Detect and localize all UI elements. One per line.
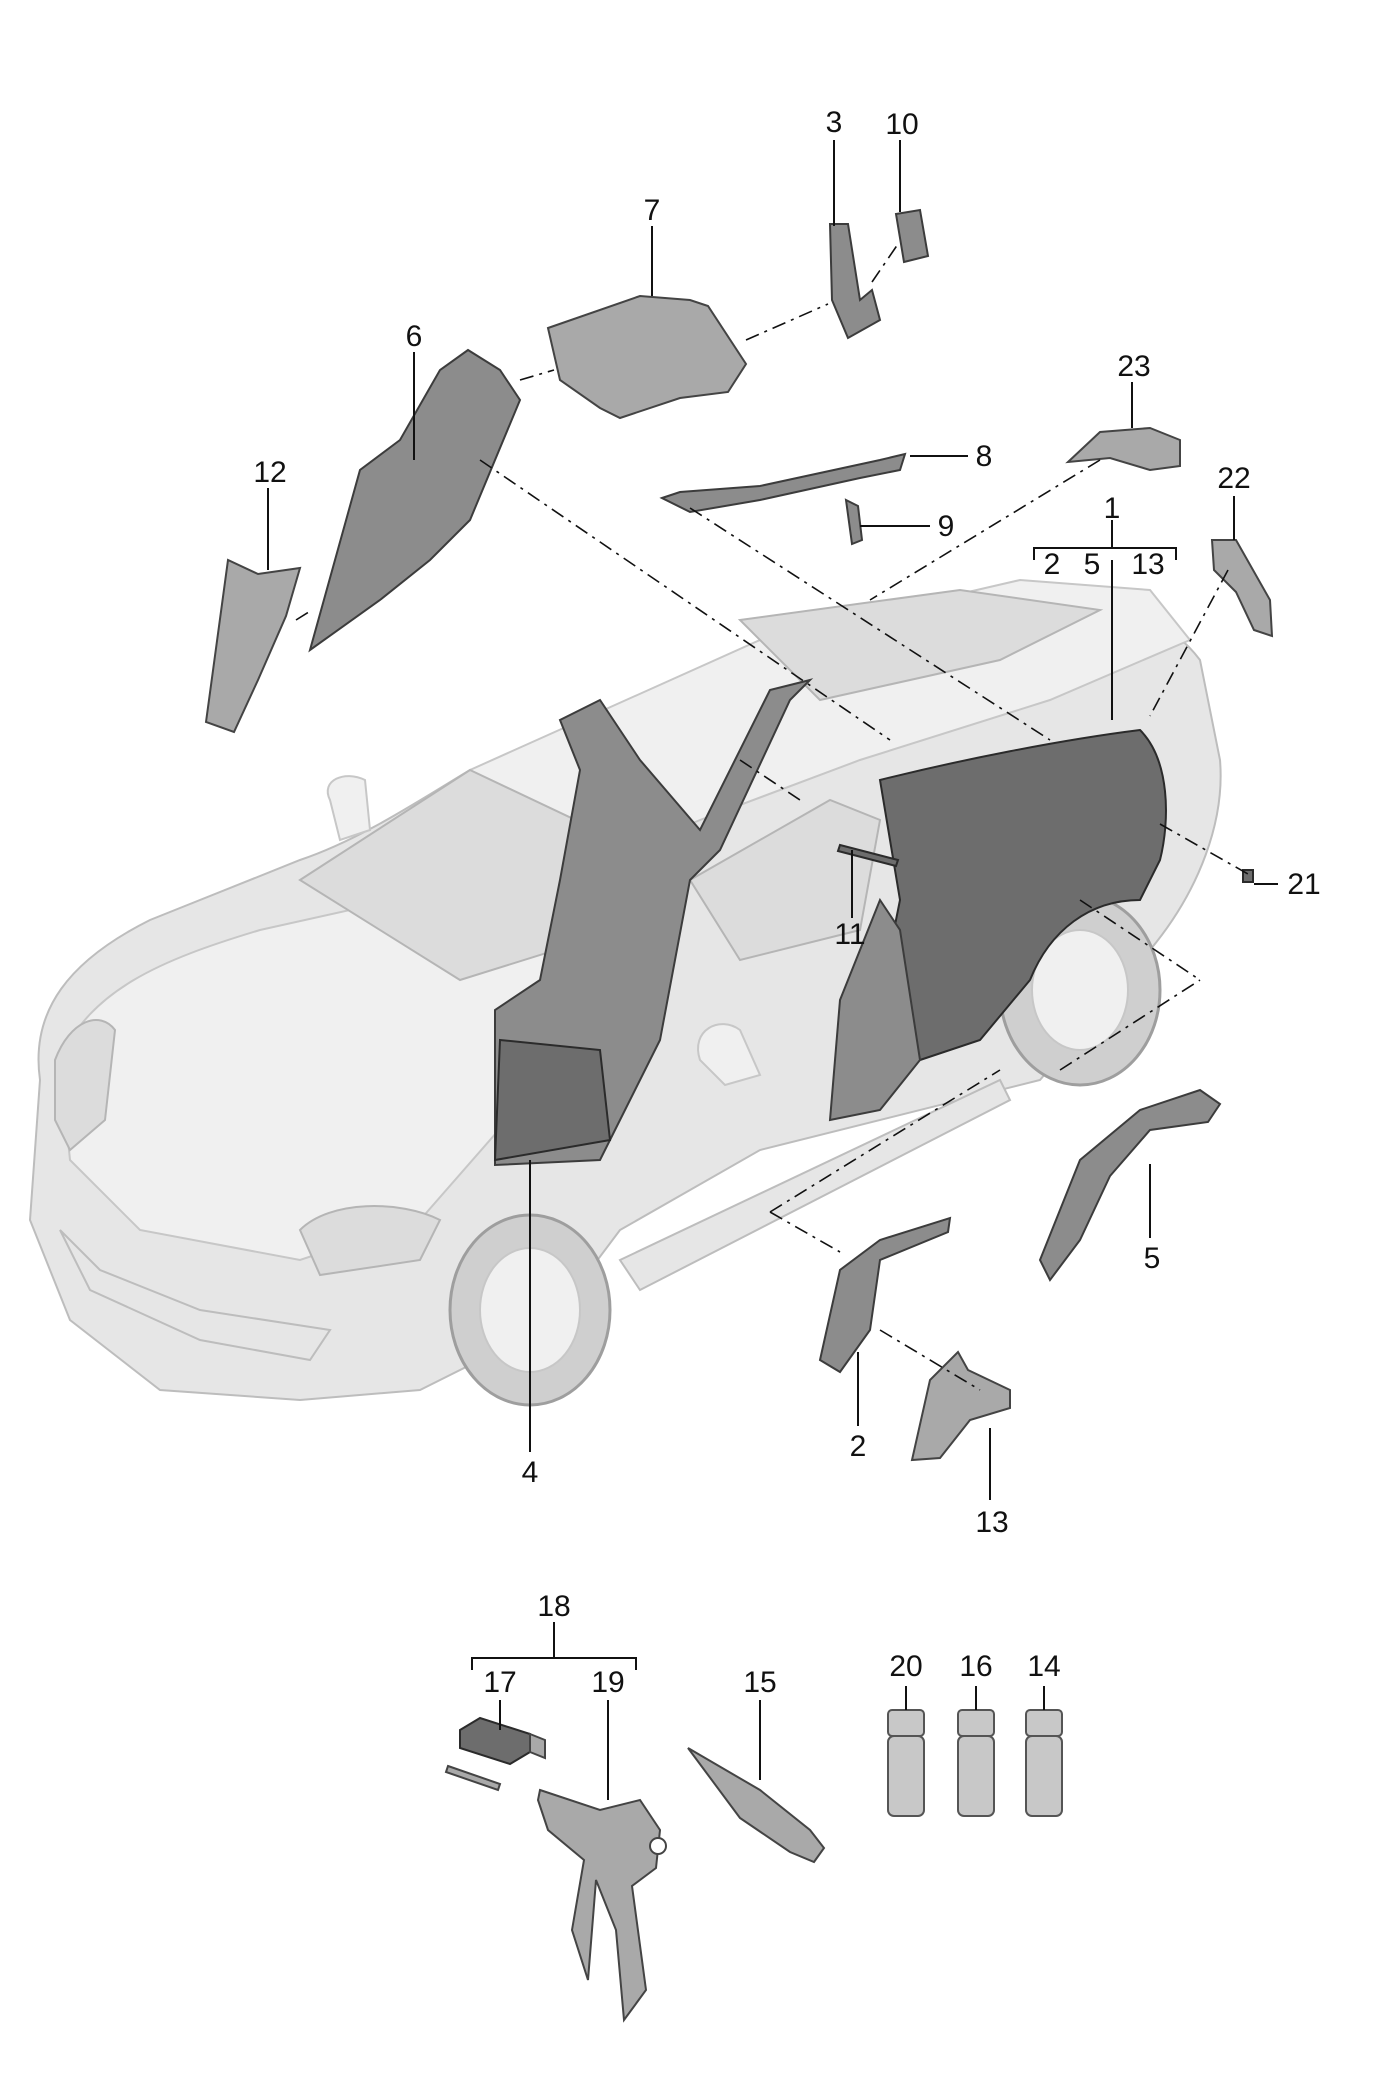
part-17-cartridge: [459, 1716, 531, 1766]
callout-20: 20: [889, 1650, 922, 1683]
callout-15: 15: [743, 1666, 776, 1699]
callout-5: 5: [1144, 1242, 1161, 1275]
callout-10: 10: [885, 108, 918, 141]
callout-1-sub-2: 2: [1044, 548, 1061, 581]
callout-18: 18: [537, 1590, 570, 1623]
tools: [444, 1709, 1063, 2023]
callout-1-sub-13: 13: [1131, 548, 1164, 581]
part-3-bracket: [828, 223, 882, 340]
callout-16: 16: [959, 1650, 992, 1683]
part-22-bracket: [1210, 539, 1274, 638]
part-12-trim: [204, 558, 302, 734]
part-8-rail: [659, 452, 907, 514]
callout-13: 13: [975, 1506, 1008, 1539]
part-19-gun: [536, 1788, 662, 2023]
part-9-bracket: [844, 498, 864, 546]
callout-2: 2: [850, 1430, 867, 1463]
highlighted-panels: [493, 678, 1254, 1167]
callout-14: 14: [1027, 1650, 1060, 1683]
quarter-panel: [878, 728, 1167, 1062]
callout-1-sub-5: 5: [1084, 548, 1101, 581]
part-6-inner-panel: [308, 348, 522, 653]
callout-21: 21: [1287, 868, 1320, 901]
a-pillar-panel: [494, 678, 814, 1167]
callout-labels: 1 2 5 13 3 10 7 6 12 8 9 23 22 21 11 4 5…: [253, 106, 1320, 1699]
part-20-container: [887, 1709, 925, 1817]
part-10-plate: [894, 208, 930, 264]
callout-11: 11: [834, 918, 865, 951]
part-23-bracket: [1065, 426, 1181, 472]
callout-19: 19: [591, 1666, 624, 1699]
callout-4: 4: [522, 1456, 539, 1489]
callout-3: 3: [826, 106, 843, 139]
part-7-shelf-panel: [546, 294, 748, 420]
part-13-panel: [910, 1350, 1011, 1462]
part-5-wheel-housing: [1038, 1088, 1222, 1282]
part-2-panel: [818, 1216, 952, 1374]
callout-8: 8: [976, 440, 993, 473]
callout-9: 9: [938, 510, 955, 543]
part-14-container: [1025, 1709, 1063, 1817]
callout-12: 12: [253, 456, 286, 489]
callout-1: 1: [1104, 492, 1121, 525]
assembly-lines: [295, 243, 1249, 1391]
callout-22: 22: [1217, 462, 1250, 495]
part-15-tube: [687, 1747, 826, 1864]
callout-23: 23: [1117, 350, 1150, 383]
mixer-nozzle: [444, 1764, 502, 1792]
callout-17: 17: [483, 1666, 516, 1699]
callout-6: 6: [406, 320, 423, 353]
part-16-container: [957, 1709, 995, 1817]
callout-7: 7: [644, 194, 661, 227]
loose-parts: [204, 208, 1274, 1462]
leader-lines: [267, 140, 1278, 1800]
